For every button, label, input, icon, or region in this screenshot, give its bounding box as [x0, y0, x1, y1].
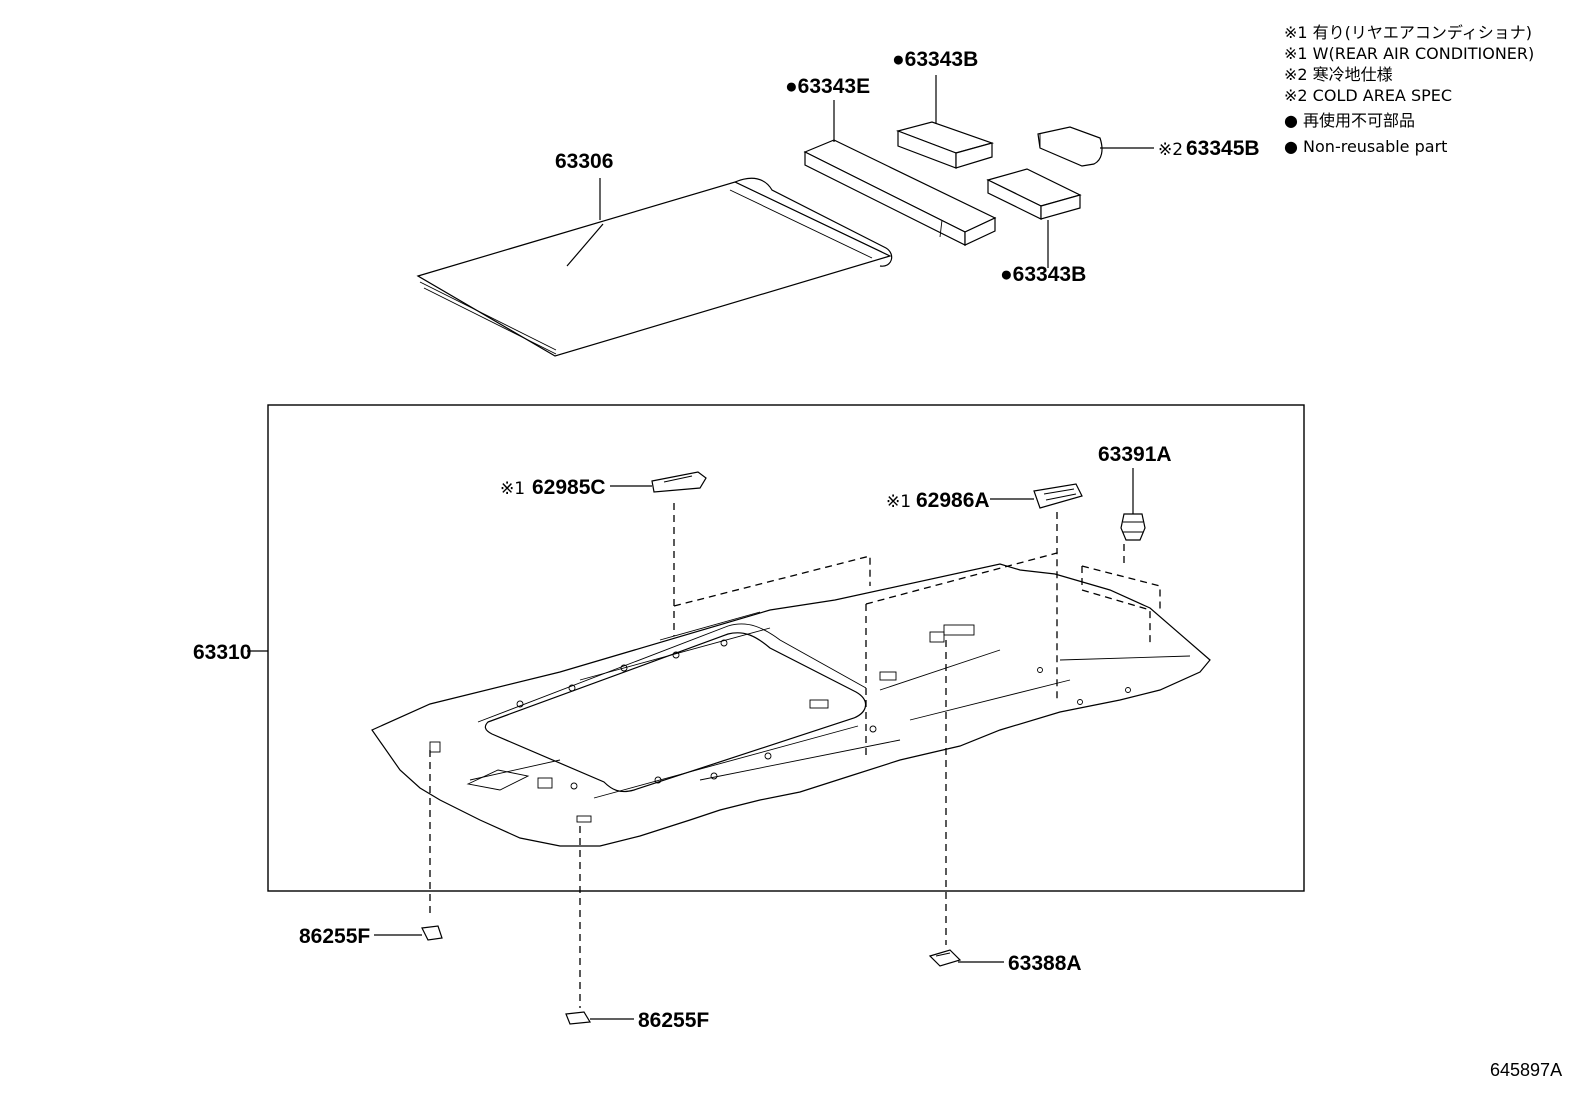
legend-line-4: ※2 COLD AREA SPEC: [1284, 86, 1452, 105]
mark-63345B: ※2: [1158, 140, 1183, 160]
assembly-frame: [267, 404, 1305, 892]
label-63343E: ●63343E: [785, 75, 870, 98]
retainer-icon: 86255F: [299, 925, 443, 948]
roof-liner-icon: 63306: [416, 150, 893, 357]
legend-line-5: ● 再使用不可部品: [1284, 111, 1415, 130]
projection-lines: [429, 503, 1161, 1008]
label-62986A: 62986A: [916, 489, 990, 512]
legend-line-2: ※1 W(REAR AIR CONDITIONER): [1284, 44, 1534, 63]
pad-icon: ●63343B: [986, 168, 1086, 286]
label-63310: 63310: [193, 641, 251, 664]
label-62985C: 62985C: [532, 476, 606, 499]
legend-line-3: ※2 寒冷地仕様: [1284, 65, 1393, 84]
retainer-icon: 86255F: [565, 1009, 709, 1032]
label-63391A: 63391A: [1098, 443, 1172, 466]
headliner-icon: 63310: [193, 563, 1211, 847]
diagram-id: 645897A: [1490, 1060, 1562, 1080]
mark-62986A: ※1: [886, 492, 911, 512]
label-63388A: 63388A: [1008, 952, 1082, 975]
insulator-icon: ※2 63345B: [1037, 126, 1260, 167]
pad-icon: ●63343E: [785, 75, 997, 246]
vent-icon: ※1 62985C: [500, 471, 707, 499]
label-86255F-left: 86255F: [299, 925, 370, 948]
pad-icon: ●63343B: [892, 48, 995, 169]
vent-icon: ※1 62986A: [886, 483, 1083, 512]
legend: ※1 有り(リヤエアコンディショナ) ※1 W(REAR AIR CONDITI…: [1284, 23, 1534, 156]
clip-icon: 63391A: [1098, 443, 1172, 541]
label-63345B: 63345B: [1186, 137, 1260, 160]
label-63306: 63306: [555, 150, 613, 173]
retainer-icon: 63388A: [928, 949, 1082, 975]
legend-line-6: ● Non-reusable part: [1284, 137, 1447, 156]
mark-62985C: ※1: [500, 479, 525, 499]
label-86255F-bottom: 86255F: [638, 1009, 709, 1032]
label-63343B-top: ●63343B: [892, 48, 978, 71]
label-63343B-bottom: ●63343B: [1000, 263, 1086, 286]
legend-line-1: ※1 有り(リヤエアコンディショナ): [1284, 23, 1532, 42]
